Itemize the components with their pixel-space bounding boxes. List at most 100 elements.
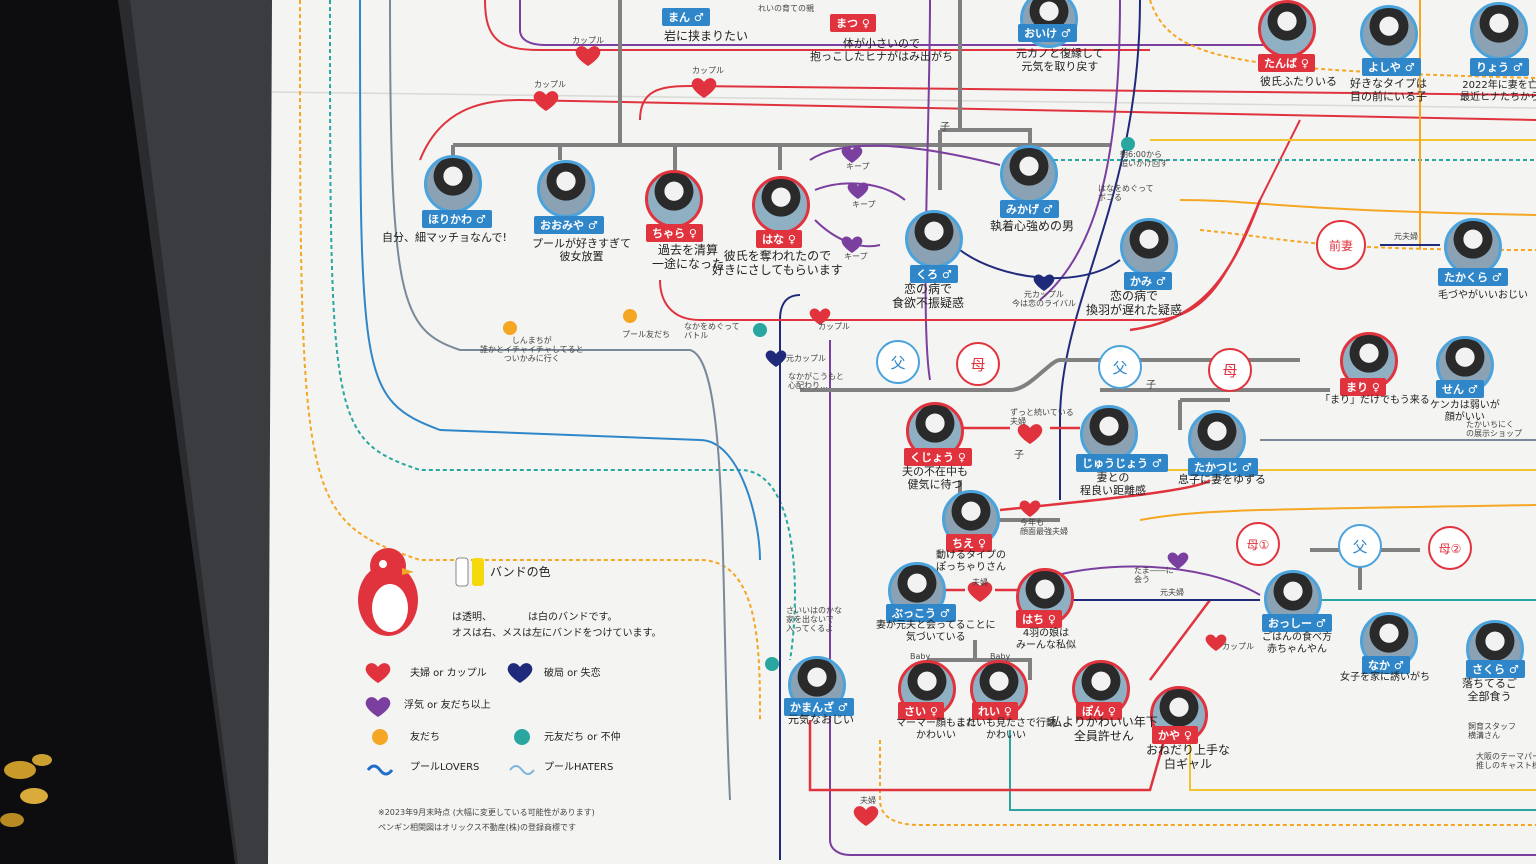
- kami-tag: かみ ♂: [1124, 272, 1172, 290]
- note-chase: 朝6:00から 追いかけ回す: [1120, 150, 1168, 169]
- note-keep: キープ: [844, 252, 868, 261]
- legend-pool-haters-label: プールHATERS: [544, 762, 614, 773]
- mari-tag: まり ♀: [1340, 378, 1386, 396]
- note-married: 夫婦: [972, 578, 988, 587]
- juujou-photo[interactable]: [1080, 405, 1138, 463]
- ex-friend-icon: [1121, 137, 1135, 151]
- mascot-penguin-icon: [358, 548, 484, 636]
- parent-father-3: 父: [1338, 524, 1382, 568]
- kuro-photo[interactable]: [905, 210, 963, 268]
- line-orange-right: [1179, 199, 1536, 216]
- mikage-photo[interactable]: [1000, 145, 1058, 203]
- kamanza-caption: 元気なおじい: [788, 713, 854, 726]
- note-lonely: さいいはのかな 家を出ないで 入ってくるよ: [786, 606, 842, 634]
- hana-caption: 彼氏を奪われたので 好きにさしてもらいます: [712, 249, 843, 277]
- takatsuji-caption: 息子に妻をゆずる: [1178, 473, 1266, 486]
- pool-haters-wave-icon: [509, 765, 535, 775]
- relation-lines: [299, 0, 1536, 860]
- arrow-hana-mikage: [809, 144, 1001, 166]
- pon-tag: ぽん ♀: [1076, 702, 1122, 720]
- ex-friend-icon: [765, 657, 779, 671]
- line-blue: [359, 0, 761, 561]
- takakura-photo[interactable]: [1444, 218, 1502, 276]
- chara-caption: 過去を清算 一途になった: [652, 243, 725, 271]
- horikawa-caption: 自分、細マッチョなんで!: [382, 231, 507, 244]
- note-couple: カップル: [1222, 642, 1254, 651]
- arrow-kamanza-kaya: [808, 719, 1172, 792]
- mascot-beak: [402, 568, 414, 575]
- hana-photo[interactable]: [752, 176, 810, 234]
- parent-father-label: 父: [1112, 358, 1128, 377]
- note-child: 子: [1014, 450, 1024, 461]
- oike-caption: 元カノと復縁して 元気を取り戻す: [1016, 47, 1104, 73]
- sakura-caption: 落ちてるご 全部食う: [1462, 677, 1517, 703]
- horikawa-tag: ほりかわ ♂: [422, 210, 492, 228]
- parent-mother-two: 母②: [1428, 526, 1472, 570]
- hachi-tag: はち ♀: [1016, 610, 1062, 628]
- heart-icon: [575, 46, 601, 66]
- heart-icon: [1205, 634, 1227, 651]
- staff-caption: 大阪のテーマパーク 推しのキャスト様: [1476, 752, 1536, 771]
- heart-icon: [691, 78, 717, 98]
- horikawa-photo[interactable]: [424, 155, 482, 213]
- kujou-caption: 夫の不在中も 健気に待つ: [902, 465, 968, 491]
- parent-mother-one: 母①: [1236, 522, 1280, 566]
- parent-father-1: 父: [876, 340, 920, 384]
- parent-mother-1: 母: [956, 342, 1000, 386]
- chara-photo[interactable]: [645, 170, 703, 228]
- note-couple: カップル: [818, 322, 850, 331]
- purple-heart-icon: [1167, 552, 1189, 569]
- line-teal-low2: [1009, 730, 1536, 811]
- line-purple-bottom: [829, 340, 1536, 856]
- kami-photo[interactable]: [1120, 218, 1178, 276]
- parent-father-label: 父: [1352, 537, 1368, 556]
- heart-icons: [365, 46, 1227, 826]
- bukkou-tag: ぶっこう ♂: [886, 604, 956, 622]
- man-tag: まん ♂: [662, 8, 710, 26]
- note-keep: キープ: [852, 200, 876, 209]
- note-baby: Baby: [990, 652, 1011, 661]
- kuro-tag: くろ ♂: [910, 265, 958, 283]
- note-married: 夫婦: [860, 796, 876, 805]
- takatsuji-tag: たかつじ ♂: [1188, 458, 1258, 476]
- chara-tag: ちゃら ♀: [646, 224, 703, 242]
- sakura-tag: さくら ♂: [1466, 660, 1525, 678]
- kaya-tag: かや ♀: [1152, 726, 1198, 744]
- yoshiya-photo[interactable]: [1360, 5, 1418, 63]
- ex-wife-circle: 前妻: [1316, 220, 1366, 270]
- line-purple-top: [519, 0, 1300, 46]
- line-red-mid2: [639, 84, 1536, 121]
- band-yellow-swatch: [472, 558, 484, 586]
- oomiya-photo[interactable]: [537, 160, 595, 218]
- sen-tag: せん ♂: [1436, 380, 1484, 398]
- heart-icon: [533, 91, 559, 111]
- mikage-tag: みかげ ♂: [1000, 200, 1059, 218]
- legend-purple-heart-icon: [365, 697, 391, 717]
- sen-caption: ケンカは弱いが 顔がいい: [1430, 400, 1500, 423]
- legend-ex-friends-label: 元友だち or 不仲: [544, 732, 621, 743]
- mascot-head: [370, 548, 406, 584]
- arrow-hachi-osshi: [1039, 565, 1261, 596]
- note-fight: はなをめぐって ボコる: [1098, 184, 1154, 203]
- heart-icon: [1019, 500, 1041, 517]
- board-seam: [271, 91, 1536, 109]
- line-slate: [389, 0, 731, 801]
- parent-mother1-label: 母①: [1246, 537, 1270, 552]
- yoshiya-caption: 好きなタイプは 目の前にいる子: [1350, 77, 1427, 103]
- kaya-caption: おねだり上手な 白ギャル: [1146, 743, 1231, 771]
- legend-band-note3: オスは右、メスは左にバンドをつけています。: [452, 628, 662, 639]
- parent-father-label: 父: [890, 353, 906, 372]
- man-caption: 岩に挟まりたい: [664, 29, 749, 43]
- sai-tag: さい ♀: [898, 702, 944, 720]
- osshi-caption: ごはんの食べ方 赤ちゃんやん: [1262, 632, 1332, 655]
- broken-heart-icons: [507, 274, 1055, 683]
- tanba-photo[interactable]: [1258, 0, 1316, 58]
- sai-caption: マーマー顔もまた かわいい: [896, 718, 976, 741]
- parent-mother-label: 母: [970, 355, 986, 374]
- note-keep: キープ: [846, 162, 870, 171]
- note-couple: カップル: [534, 80, 566, 89]
- ryou-photo[interactable]: [1470, 2, 1528, 60]
- yoshiya-tag: よしや ♂: [1362, 58, 1421, 76]
- oomiya-caption: プールが好きすぎて 彼女放置: [532, 237, 631, 263]
- note-still-worried: なかがこうもと 心配わり…: [788, 372, 844, 391]
